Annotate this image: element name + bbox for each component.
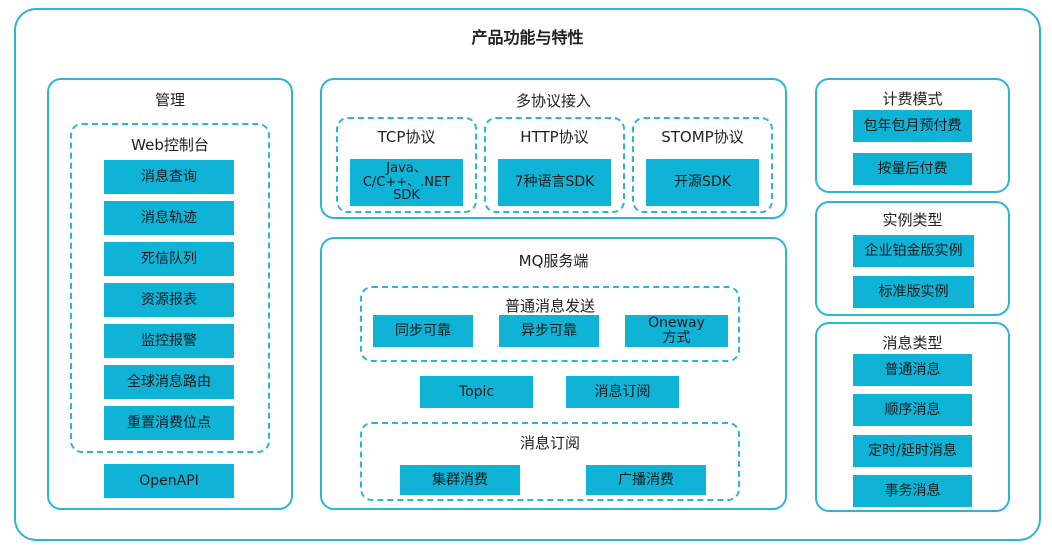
console-item-dead-letter-queue[interactable]: 死信队列: [104, 242, 234, 276]
console-item-global-routing[interactable]: 全球消息路由: [104, 365, 234, 399]
cluster-consume-button[interactable]: 集群消费: [400, 465, 520, 495]
console-item-message-query[interactable]: 消息查询: [104, 160, 234, 194]
subscription-group-title: 消息订阅: [519, 434, 580, 452]
management-title: 管理: [154, 91, 185, 109]
http-sdk-button[interactable]: 7种语言SDK: [498, 159, 611, 206]
message-type-transaction-button[interactable]: 事务消息: [853, 475, 972, 507]
instance-platinum-button[interactable]: 企业铂金版实例: [853, 235, 974, 267]
stomp-group: [632, 117, 773, 213]
http-title: HTTP协议: [520, 128, 589, 146]
instance-type-panel: [815, 201, 1010, 316]
message-type-ordered-button[interactable]: 顺序消息: [853, 394, 972, 426]
console-item-reset-offset[interactable]: 重置消费位点: [104, 406, 234, 440]
protocol-access-title: 多协议接入: [515, 92, 591, 110]
mq-server-panel: [320, 237, 787, 510]
instance-type-title: 实例类型: [882, 211, 943, 229]
subscription-button[interactable]: 消息订阅: [566, 376, 679, 408]
protocol-access-panel: [320, 78, 787, 219]
broadcast-consume-button[interactable]: 广播消费: [586, 465, 706, 495]
stomp-title: STOMP协议: [661, 128, 744, 146]
topic-button[interactable]: Topic: [420, 376, 533, 408]
normal-send-title: 普通消息发送: [504, 297, 595, 315]
tcp-sdk-line3: SDK: [393, 188, 420, 204]
billing-title: 计费模式: [882, 90, 943, 108]
tcp-sdk-line2: C/C++、.NET: [362, 174, 451, 190]
billing-postpaid-button[interactable]: 按量后付费: [853, 153, 972, 185]
oneway-button[interactable]: Oneway 方式: [625, 315, 728, 347]
console-item-monitor-alert[interactable]: 监控报警: [104, 324, 234, 358]
message-type-normal-button[interactable]: 普通消息: [853, 354, 972, 386]
message-type-title: 消息类型: [882, 334, 943, 352]
tcp-sdk-line1: Java、: [386, 161, 427, 177]
oneway-line1: Oneway: [648, 315, 705, 332]
subscription-group: [360, 422, 740, 501]
billing-panel: [815, 78, 1010, 193]
billing-prepaid-button[interactable]: 包年包月预付费: [853, 110, 972, 142]
stomp-sdk-button[interactable]: 开源SDK: [646, 159, 759, 206]
message-type-delayed-button[interactable]: 定时/延时消息: [853, 435, 972, 467]
tcp-sdk-button[interactable]: Java、 C/C++、.NET SDK: [350, 159, 463, 206]
console-item-resource-report[interactable]: 资源报表: [104, 283, 234, 317]
web-console-title: Web控制台: [131, 136, 209, 154]
tcp-group: [336, 117, 477, 213]
page-title: 产品功能与特性: [471, 28, 584, 47]
oneway-line2: 方式: [662, 330, 691, 346]
management-panel: [47, 78, 293, 510]
tcp-title: TCP协议: [377, 128, 436, 146]
sync-reliable-button[interactable]: 同步可靠: [373, 315, 473, 347]
http-group: [484, 117, 625, 213]
features-frame: [14, 8, 1041, 541]
web-console-group: [70, 123, 270, 453]
normal-send-group: [360, 286, 740, 362]
console-item-message-trace[interactable]: 消息轨迹: [104, 201, 234, 235]
openapi-button[interactable]: OpenAPI: [104, 464, 234, 498]
message-type-panel: [815, 322, 1010, 512]
mq-server-title: MQ服务端: [518, 252, 589, 270]
async-reliable-button[interactable]: 异步可靠: [499, 315, 599, 347]
instance-standard-button[interactable]: 标准版实例: [853, 276, 974, 308]
